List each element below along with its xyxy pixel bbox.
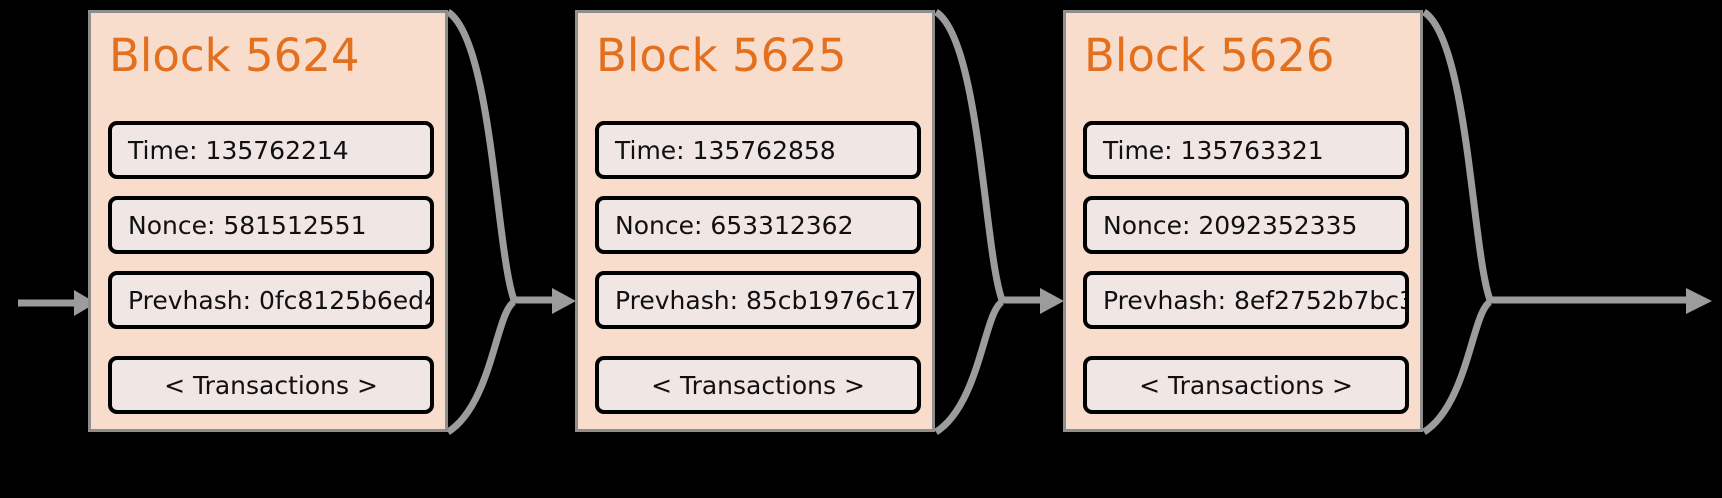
field-wrap-transactions: < Transactions > xyxy=(1083,356,1409,414)
field-wrap-time: Time: 135762858 xyxy=(595,121,921,179)
field-wrap-time: Time: 135763321 xyxy=(1083,121,1409,179)
block-card-5625[interactable]: Block 5625 Time: 135762858 Nonce: 653312… xyxy=(575,10,935,432)
field-wrap-nonce: Nonce: 2092352335 xyxy=(1083,196,1409,254)
block-transactions-button[interactable]: < Transactions > xyxy=(595,356,921,414)
field-wrap-prevhash: Prevhash: 85cb1976c171 xyxy=(595,271,921,329)
block-nonce-field[interactable]: Nonce: 581512551 xyxy=(108,196,434,254)
connector-block-5624-to-5625 xyxy=(445,9,576,435)
block-nonce-field[interactable]: Nonce: 2092352335 xyxy=(1083,196,1409,254)
block-title: Block 5624 xyxy=(109,29,360,82)
block-title: Block 5625 xyxy=(596,29,847,82)
connector-block-5626-outgoing xyxy=(1421,9,1712,435)
block-card-5624[interactable]: Block 5624 Time: 135762214 Nonce: 581512… xyxy=(88,10,448,432)
field-wrap-transactions: < Transactions > xyxy=(595,356,921,414)
field-wrap-prevhash: Prevhash: 0fc8125b6ed4 xyxy=(108,271,434,329)
block-card-5626[interactable]: Block 5626 Time: 135763321 Nonce: 209235… xyxy=(1063,10,1423,432)
block-time-field[interactable]: Time: 135762214 xyxy=(108,121,434,179)
block-prevhash-field[interactable]: Prevhash: 8ef2752b7bc3 xyxy=(1083,271,1409,329)
field-wrap-time: Time: 135762214 xyxy=(108,121,434,179)
block-title: Block 5626 xyxy=(1084,29,1335,82)
connector-block-5625-to-5626 xyxy=(933,9,1064,435)
block-prevhash-field[interactable]: Prevhash: 85cb1976c171 xyxy=(595,271,921,329)
field-wrap-nonce: Nonce: 653312362 xyxy=(595,196,921,254)
field-wrap-prevhash: Prevhash: 8ef2752b7bc3 xyxy=(1083,271,1409,329)
field-wrap-nonce: Nonce: 581512551 xyxy=(108,196,434,254)
block-transactions-button[interactable]: < Transactions > xyxy=(1083,356,1409,414)
block-prevhash-field[interactable]: Prevhash: 0fc8125b6ed4 xyxy=(108,271,434,329)
block-transactions-button[interactable]: < Transactions > xyxy=(108,356,434,414)
block-nonce-field[interactable]: Nonce: 653312362 xyxy=(595,196,921,254)
block-time-field[interactable]: Time: 135763321 xyxy=(1083,121,1409,179)
block-time-field[interactable]: Time: 135762858 xyxy=(595,121,921,179)
incoming-arrow-icon xyxy=(18,290,96,316)
field-wrap-transactions: < Transactions > xyxy=(108,356,434,414)
